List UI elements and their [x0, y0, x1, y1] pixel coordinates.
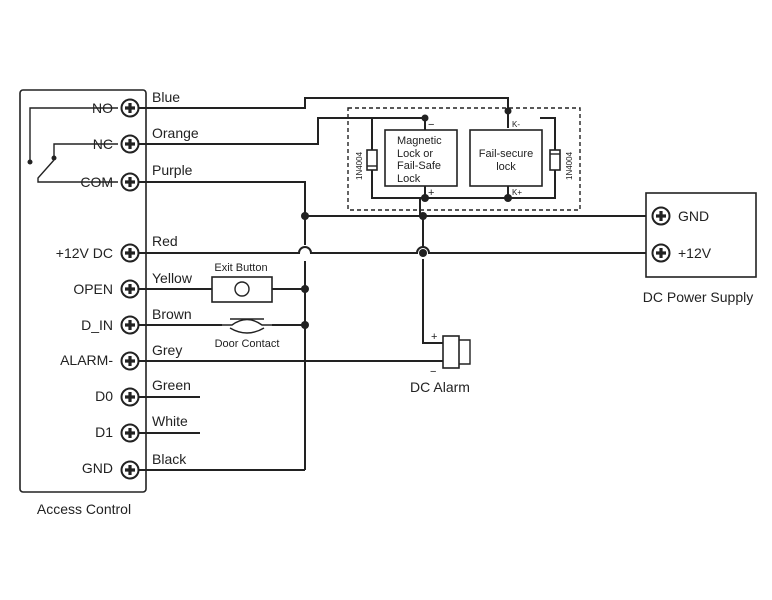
- wire-label-brown: Brown: [152, 306, 192, 322]
- diode-left-label: 1N4004: [355, 151, 364, 180]
- wire-label-grey: Grey: [152, 342, 182, 358]
- terminal-screw-no: [120, 98, 140, 118]
- terminal-d1-label: D1: [95, 424, 113, 440]
- access-control-box: [19, 89, 147, 493]
- dc-power-supply-box: [645, 192, 757, 278]
- terminal-com-label: COM: [80, 174, 113, 190]
- wire-label-white: White: [152, 413, 188, 429]
- magnetic-lock-label-4: Lock: [397, 173, 421, 185]
- wire-label-green: Green: [152, 377, 191, 393]
- wire-label-blue: Blue: [152, 89, 180, 105]
- diode-left: [366, 149, 378, 171]
- diode-right: [549, 149, 561, 171]
- terminal-gnd-label: GND: [82, 460, 113, 476]
- terminal-open-label: OPEN: [73, 281, 113, 297]
- wire-red: [139, 246, 652, 254]
- magnetic-lock-plus: +: [428, 187, 434, 199]
- terminal-no-label: NO: [92, 100, 113, 116]
- terminal-screw-nc: [120, 134, 140, 154]
- alarm-minus: −: [430, 366, 436, 378]
- terminal-alarm-label: ALARM-: [60, 352, 113, 368]
- lock-assembly-boundary: [347, 107, 581, 211]
- relay-contacts: [27, 107, 118, 183]
- terminal-screw-d1: [120, 423, 140, 443]
- fail-secure-lock-label-1: Fail-secure: [479, 148, 533, 160]
- wire-blue: [139, 97, 509, 128]
- terminal-nc-label: NC: [93, 136, 113, 152]
- terminal-screw-12v: [120, 243, 140, 263]
- magnetic-lock-box: [384, 129, 458, 187]
- alarm-plus: +: [431, 331, 437, 343]
- terminal-screw-com: [120, 172, 140, 192]
- terminal-screw-gnd: [120, 460, 140, 480]
- power-supply-12v-label: +12V: [678, 245, 712, 261]
- wire-purple: [139, 181, 306, 245]
- wire-label-purple: Purple: [152, 162, 193, 178]
- terminal-screw-open: [120, 279, 140, 299]
- fail-secure-k-plus: K+: [512, 188, 522, 197]
- door-contact-label: Door Contact: [215, 338, 280, 350]
- psu-screw-12v: [651, 243, 671, 263]
- dc-alarm-symbol: [442, 335, 471, 369]
- exit-button-label: Exit Button: [214, 262, 267, 274]
- wire-label-orange: Orange: [152, 125, 199, 141]
- terminal-din-label: D_IN: [81, 317, 113, 333]
- terminal-screw-din: [120, 315, 140, 335]
- power-supply-caption: DC Power Supply: [643, 289, 754, 305]
- fail-secure-k-minus: K-: [512, 120, 520, 129]
- terminal-screws: [120, 98, 140, 480]
- exit-button-symbol: [211, 276, 273, 303]
- dc-alarm-label: DC Alarm: [410, 379, 470, 395]
- magnetic-lock-label-3: Fail-Safe: [397, 160, 441, 172]
- fail-secure-lock-label-2: lock: [496, 161, 516, 173]
- power-supply-terminal-screws: [651, 206, 671, 263]
- wire-label-red: Red: [152, 233, 178, 249]
- access-control-caption: Access Control: [37, 501, 131, 517]
- exit-button-circle: [234, 281, 250, 297]
- terminal-screw-alarm: [120, 351, 140, 371]
- terminal-d0-label: D0: [95, 388, 113, 404]
- terminal-screw-d0: [120, 387, 140, 407]
- wire-label-yellow: Yellow: [152, 270, 193, 286]
- wire-orange: [139, 117, 426, 145]
- junction-dots: [301, 107, 512, 329]
- fail-secure-lock-box: [469, 129, 543, 187]
- magnetic-lock-minus: −: [428, 119, 434, 131]
- magnetic-lock-label-2: Lock or: [397, 148, 433, 160]
- terminal-12v-label: +12V DC: [56, 245, 113, 261]
- diode-right-label: 1N4004: [565, 151, 574, 180]
- power-supply-gnd-label: GND: [678, 208, 709, 224]
- magnetic-lock-label-1: Magnetic: [397, 135, 442, 147]
- door-contact-symbol: [222, 318, 272, 334]
- psu-screw-gnd: [651, 206, 671, 226]
- wire-label-black: Black: [152, 451, 187, 467]
